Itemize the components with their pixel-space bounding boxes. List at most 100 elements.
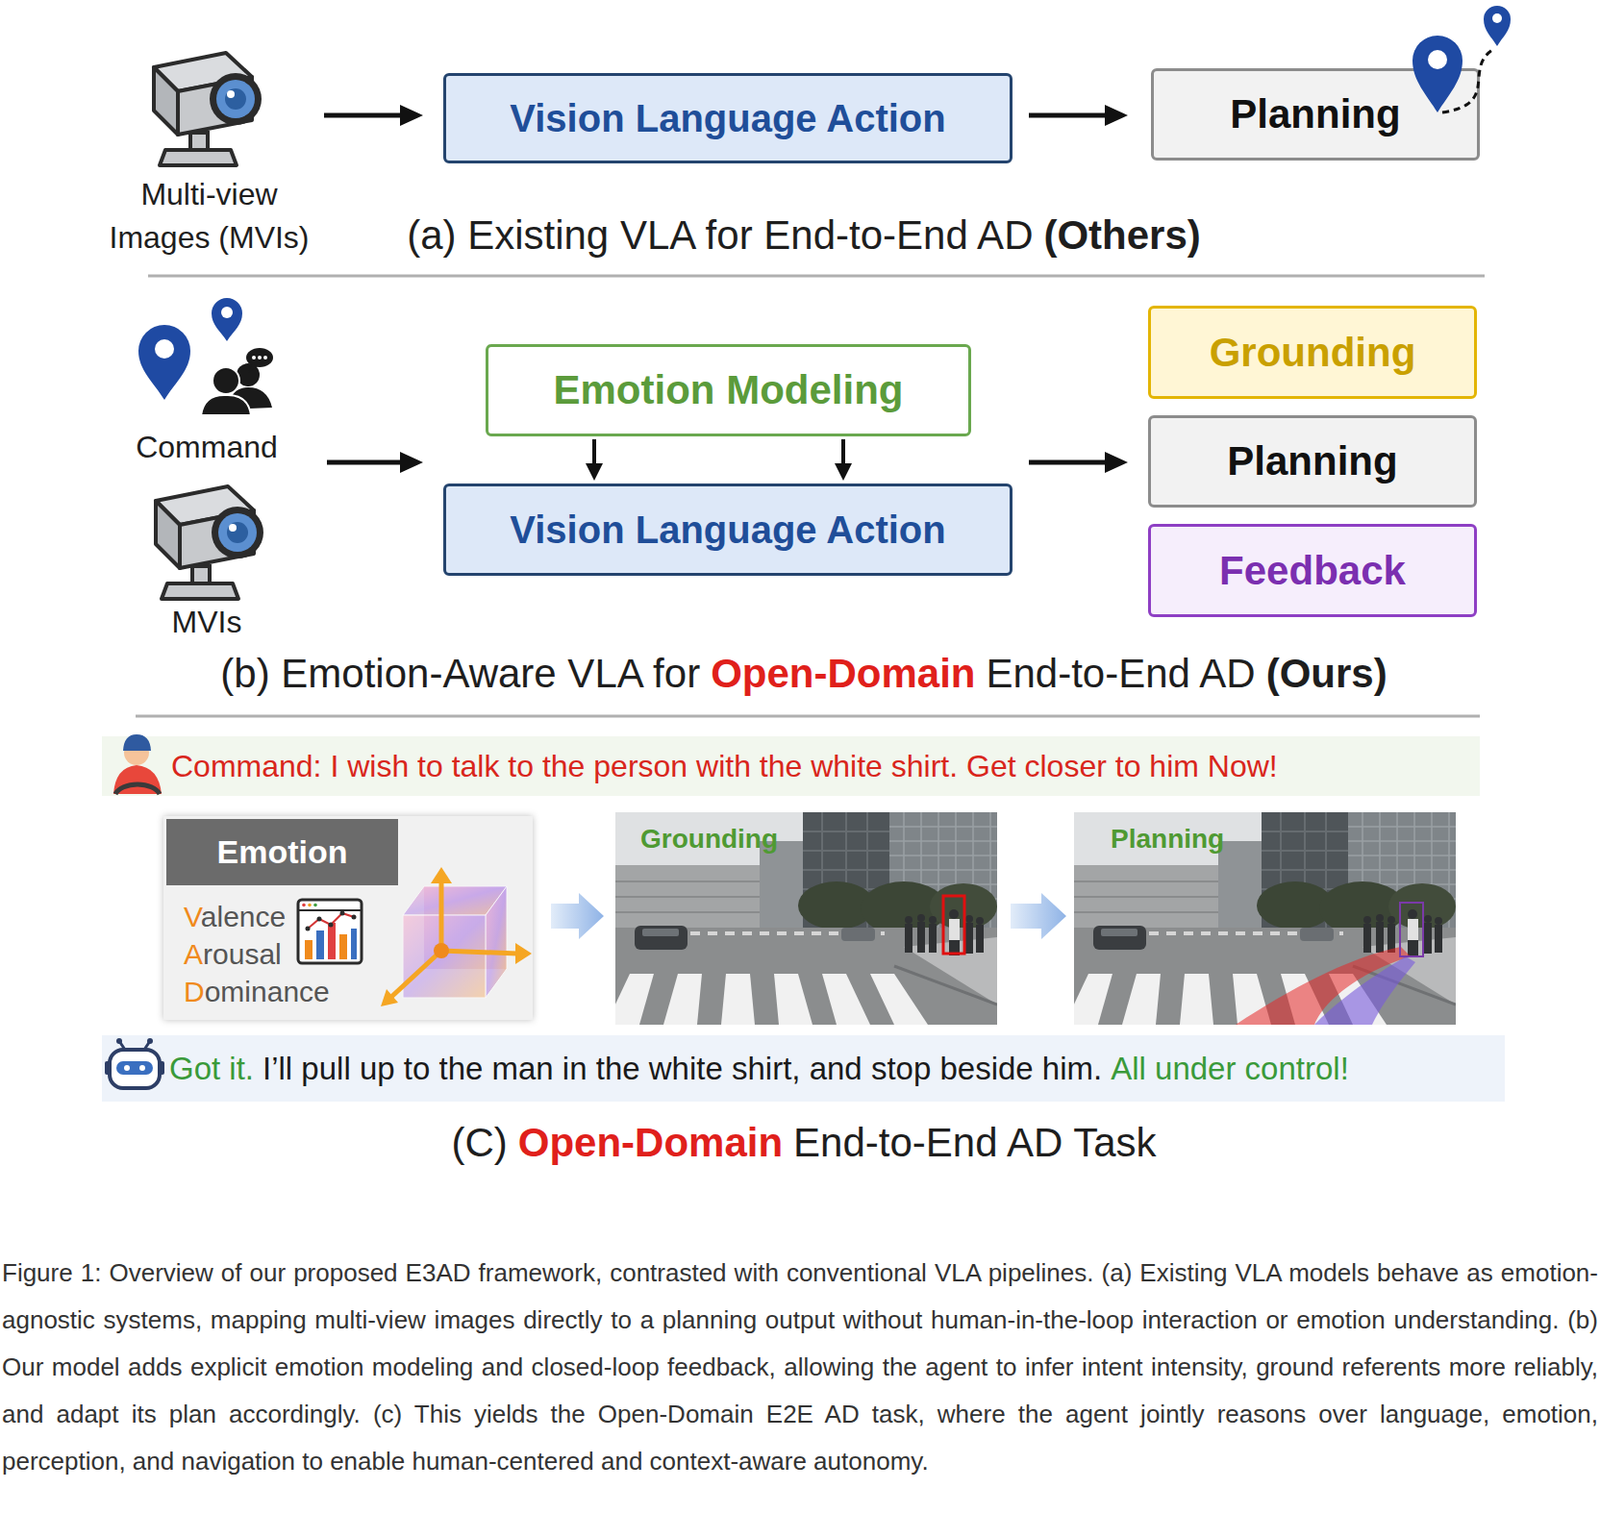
chart-icon <box>313 903 318 908</box>
module-box: Emotion Modeling <box>485 344 972 437</box>
chart-icon <box>301 903 306 908</box>
node-text: Planning <box>1229 91 1400 138</box>
vad-cube <box>441 950 518 954</box>
chart-icon <box>307 913 354 929</box>
block-arrow <box>550 893 604 940</box>
divider-line <box>135 715 1480 719</box>
robot-icon <box>116 1038 123 1045</box>
street-photo <box>1064 812 1456 1025</box>
process-box: Vision Language Action <box>443 483 1013 576</box>
subfigure-label: Open-Domain <box>710 650 975 698</box>
chart-icon <box>316 930 325 960</box>
caption-row: (b) Emotion-Aware VLA forOpen-DomainEnd-… <box>7 649 1600 700</box>
chart-icon <box>298 900 362 964</box>
chart-icon <box>350 928 357 960</box>
subfigure-label: (a) Existing VLA for End-to-End AD <box>406 212 1033 259</box>
image-panel: Planning <box>1074 812 1456 1025</box>
route-pins <box>1492 13 1502 24</box>
figure-caption: Figure 1: Overview of our proposed E3AD … <box>1 1250 1599 1486</box>
people-icon <box>251 355 256 360</box>
camera-node: MVIs <box>115 475 299 645</box>
node-text: Arousal <box>183 937 282 973</box>
chart-icon <box>305 926 311 932</box>
vad-cube <box>380 989 399 1007</box>
people-icon <box>212 367 240 395</box>
flow-arrow <box>324 104 424 126</box>
node-text: Emotion Modeling <box>553 367 904 414</box>
vad-cube <box>402 886 507 916</box>
vad-cube <box>439 880 445 951</box>
subfigure-label: End-to-End AD <box>985 650 1255 698</box>
panel-header: Emotion <box>166 819 399 886</box>
vad-cube <box>485 886 507 999</box>
driver-icon <box>115 784 160 795</box>
vad-cube <box>390 950 442 999</box>
driver-icon <box>123 734 151 751</box>
target-box <box>943 896 965 954</box>
node-text: Emotion <box>217 833 349 872</box>
divider-line <box>148 275 1485 278</box>
camera-node: Multi-view Images (MVIs) <box>96 38 323 255</box>
output-box: Planning <box>1148 415 1477 508</box>
route-pins <box>1412 5 1511 113</box>
flow-arrow <box>1028 451 1128 474</box>
node-text: Got it. <box>169 1050 254 1088</box>
node-text: Command <box>115 425 299 469</box>
flow-arrow <box>585 439 603 481</box>
node-text: Multi-view Images (MVIs) <box>96 173 323 260</box>
pin-icon <box>154 339 175 359</box>
vad-cube <box>424 886 507 970</box>
people-icon <box>246 348 274 368</box>
caption-row: (a) Existing VLA for End-to-End AD(Other… <box>7 210 1600 261</box>
pin-icon <box>138 325 191 400</box>
node-text: Feedback <box>1219 548 1406 595</box>
camera-icon <box>155 486 264 600</box>
vad-cube <box>430 867 452 884</box>
people-icon <box>248 364 258 374</box>
robot-icon <box>139 1065 146 1072</box>
route-pins <box>1483 5 1511 47</box>
node-text: Planning <box>1110 824 1225 855</box>
people-icon <box>200 348 274 416</box>
robot-icon <box>109 1050 160 1089</box>
driver-icon <box>113 734 162 795</box>
node-text: Vision Language Action <box>509 508 946 552</box>
caption-row: (C)Open-DomainEnd-to-End AD Task <box>7 1118 1600 1169</box>
affect-panel: ValenceArousalDominance Emotion <box>163 816 533 1021</box>
node-text: Dominance <box>183 975 330 1010</box>
node-text: Valence <box>183 900 286 935</box>
node-text: Vision Language Action <box>509 97 946 141</box>
subfigure-label: End-to-End AD Task <box>793 1120 1156 1167</box>
people-icon <box>200 395 251 416</box>
robot-icon <box>158 1061 165 1075</box>
node-text: MVIs <box>115 600 299 644</box>
node-text: Grounding <box>640 824 778 855</box>
image-panel: Grounding <box>615 812 998 1025</box>
robot-icon <box>124 1065 130 1072</box>
output-box: Grounding <box>1148 305 1477 400</box>
subfigure-label: (Ours) <box>1266 650 1388 698</box>
chart-icon <box>339 934 348 960</box>
robot-icon <box>147 1038 153 1045</box>
people-icon <box>263 355 268 360</box>
vad-cube <box>515 943 532 965</box>
driver-icon <box>124 740 150 766</box>
chart-icon <box>327 923 336 960</box>
node-text: Planning <box>1226 438 1398 485</box>
route-pins <box>1412 35 1463 113</box>
street-photo <box>605 812 998 1025</box>
robot-icon <box>116 1061 153 1075</box>
node-text: I’ll pull up to the man in the white shi… <box>262 1050 1102 1088</box>
chart-icon <box>307 903 312 908</box>
node-text: All under control! <box>1110 1050 1350 1088</box>
chart-icon <box>317 917 323 923</box>
route-pins <box>1427 50 1448 70</box>
subfigure-label: (C) <box>450 1120 507 1167</box>
subfigure-label: (Others) <box>1043 212 1200 259</box>
flow-arrow <box>326 451 424 474</box>
chart-icon <box>298 909 362 912</box>
robot-icon <box>104 1038 165 1089</box>
vad-cube <box>402 915 486 999</box>
